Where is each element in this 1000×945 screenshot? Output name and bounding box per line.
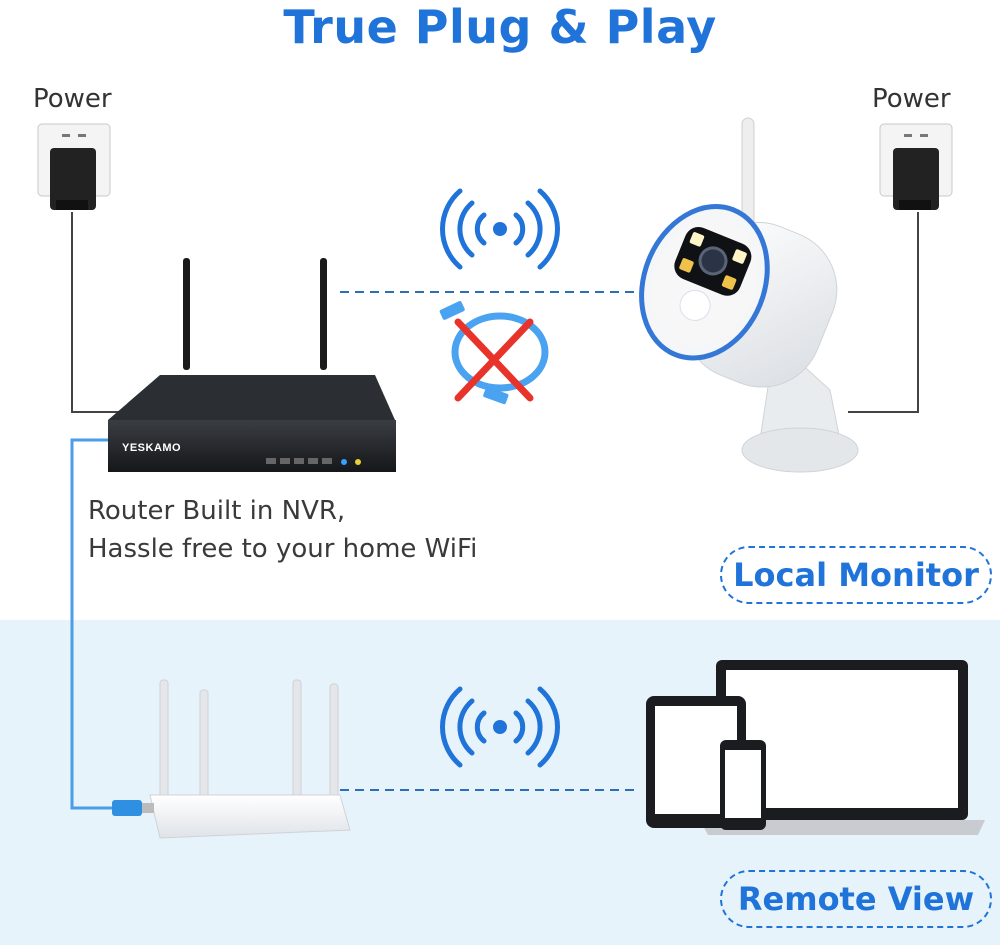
power-adapter-right	[879, 123, 953, 210]
wifi-signal-icon-bottom	[440, 686, 560, 768]
home-router-image	[112, 679, 351, 839]
caption-line-1: Router Built in NVR,	[88, 496, 346, 526]
power-adapter-left	[37, 123, 111, 210]
caption-line-2: Hassle free to your home WiFi	[88, 534, 478, 564]
nvr-device-image: YESKAMO	[108, 258, 396, 472]
nvr-caption: Router Built in NVR, Hassle free to your…	[88, 492, 477, 568]
camera-device-image	[639, 117, 859, 473]
no-cable-icon	[439, 301, 549, 405]
remote-view-label: Remote View	[720, 870, 992, 928]
page-title: True Plug & Play	[283, 0, 717, 54]
power-cable-right	[848, 212, 919, 413]
wifi-signal-icon-top	[440, 188, 560, 270]
local-monitor-label: Local Monitor	[720, 546, 992, 604]
power-cable-left	[71, 212, 125, 413]
power-label-right: Power	[872, 84, 951, 114]
monitor-devices-image	[646, 660, 985, 835]
power-label-left: Power	[33, 84, 112, 114]
nvr-brand-label: YESKAMO	[122, 442, 181, 454]
lan-cable	[70, 438, 112, 810]
